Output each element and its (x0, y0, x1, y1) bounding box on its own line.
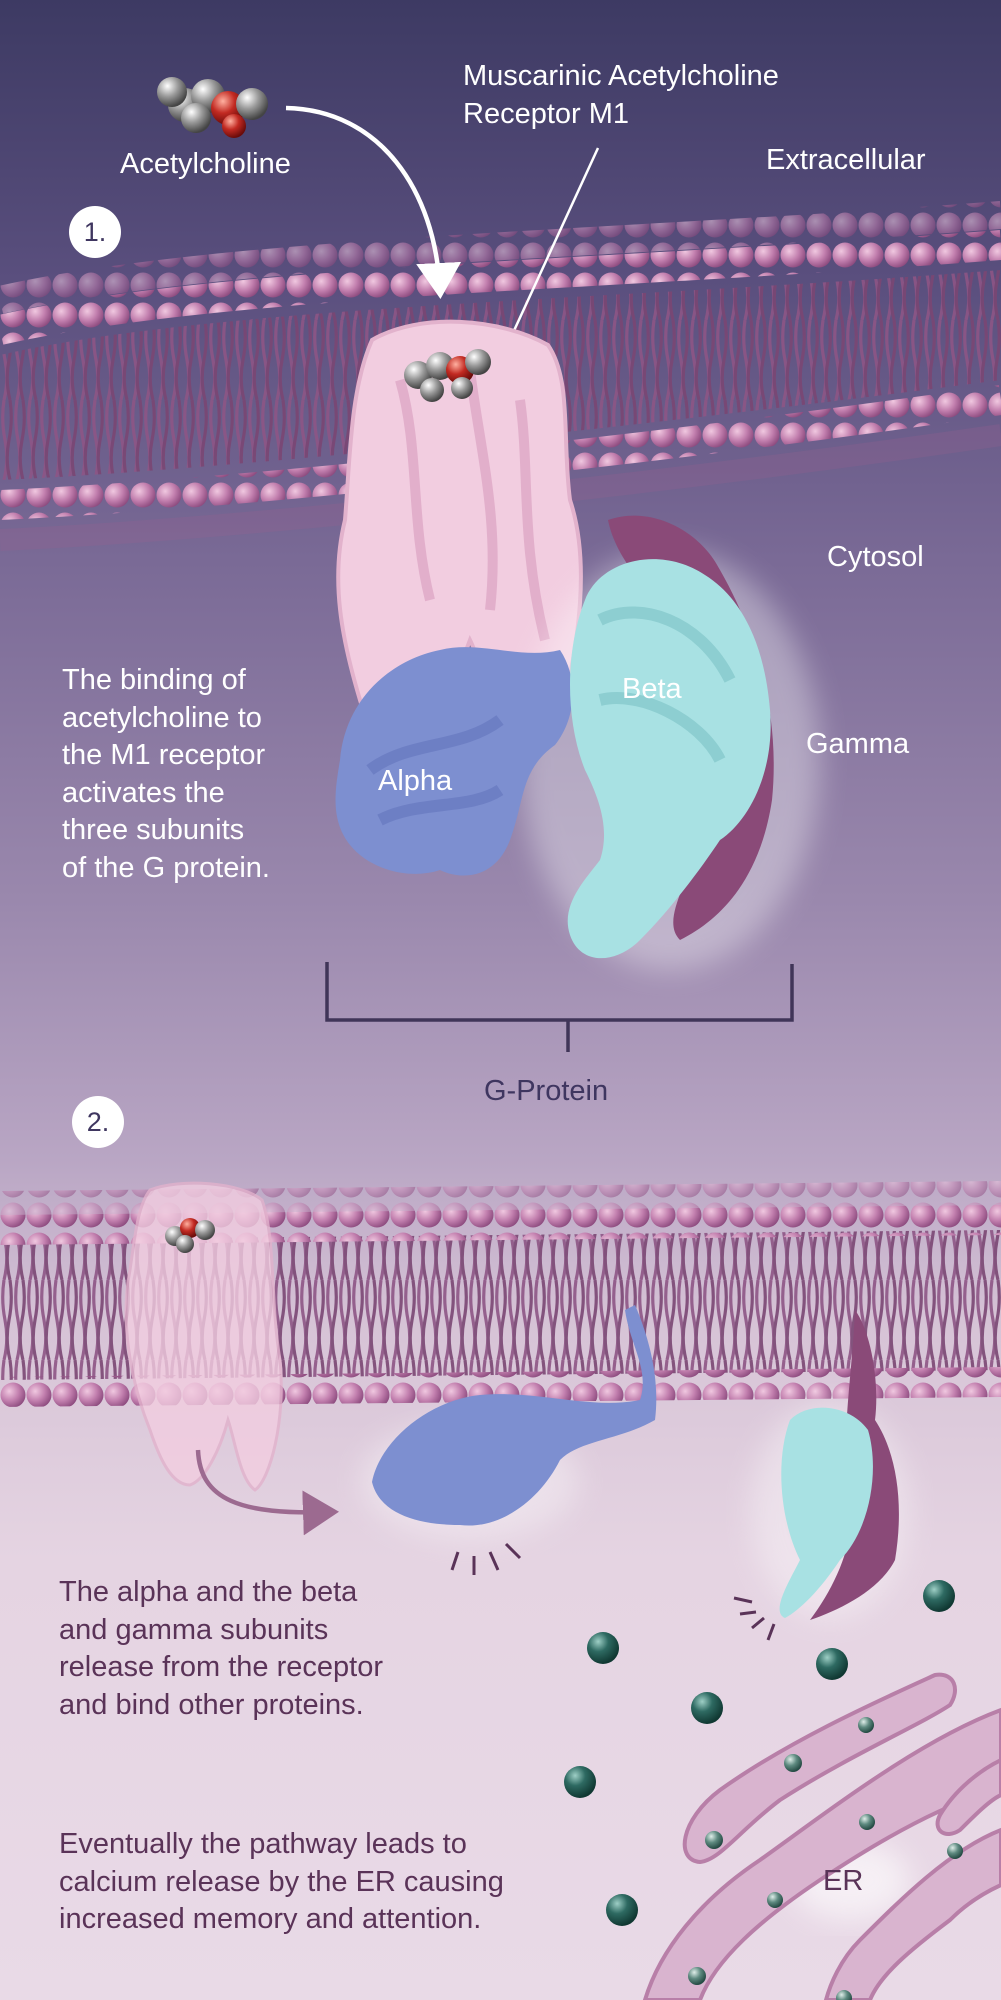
beta-label: Beta (622, 673, 682, 705)
extracellular-label: Extracellular (766, 144, 926, 176)
bound-acetylcholine (404, 349, 491, 402)
description-line: of the G protein. (62, 851, 270, 884)
description-line: The binding of (62, 664, 246, 696)
g-protein-complex (335, 515, 820, 970)
g-protein-bracket (325, 962, 794, 1052)
er-label: ER (823, 1865, 864, 1897)
description-line: acetylcholine to (62, 701, 262, 734)
outcome-line: increased memory and attention. (59, 1903, 482, 1935)
step-2-badge: 2. (72, 1096, 124, 1148)
step-2-outcome: Eventually the pathway leads to calcium … (59, 1826, 504, 1939)
step-1-description: The binding of acetylcholine to the M1 r… (62, 662, 270, 887)
acetylcholine-label: Acetylcholine (120, 148, 291, 180)
alpha-subunit-released (360, 1305, 657, 1575)
cytosol-label: Cytosol (827, 541, 924, 573)
description-line: The alpha and the beta (59, 1576, 358, 1608)
description-line: and bind other proteins. (59, 1688, 364, 1721)
acetylcholine-molecule (157, 77, 268, 138)
binding-arrow (285, 105, 462, 299)
calcium-ions (564, 1580, 955, 1926)
endoplasmic-reticulum (642, 1672, 1001, 2000)
outcome-line: Eventually the pathway leads to (59, 1828, 467, 1860)
release-arrow (195, 1449, 339, 1536)
description-line: the M1 receptor (62, 739, 266, 771)
step-1-badge: 1. (69, 206, 121, 258)
description-line: release from the receptor (59, 1651, 383, 1683)
gamma-label: Gamma (806, 728, 910, 760)
alpha-label: Alpha (378, 765, 453, 797)
g-protein-label: G-Protein (484, 1075, 609, 1107)
description-line: three subunits (62, 814, 245, 846)
m1-receptor-released (124, 1181, 283, 1492)
receptor-label-line1: Muscarinic Acetylcholine (463, 60, 779, 92)
step-2-description: The alpha and the beta and gamma subunit… (59, 1574, 383, 1724)
outcome-line: calcium release by the ER causing (59, 1865, 504, 1898)
description-line: activates the (62, 776, 225, 809)
beta-gamma-released (733, 1310, 910, 1641)
receptor-leader-line (510, 147, 600, 336)
m1-receptor (336, 319, 583, 752)
description-line: and gamma subunits (59, 1613, 329, 1646)
receptor-label-line2: Receptor M1 (463, 98, 630, 130)
